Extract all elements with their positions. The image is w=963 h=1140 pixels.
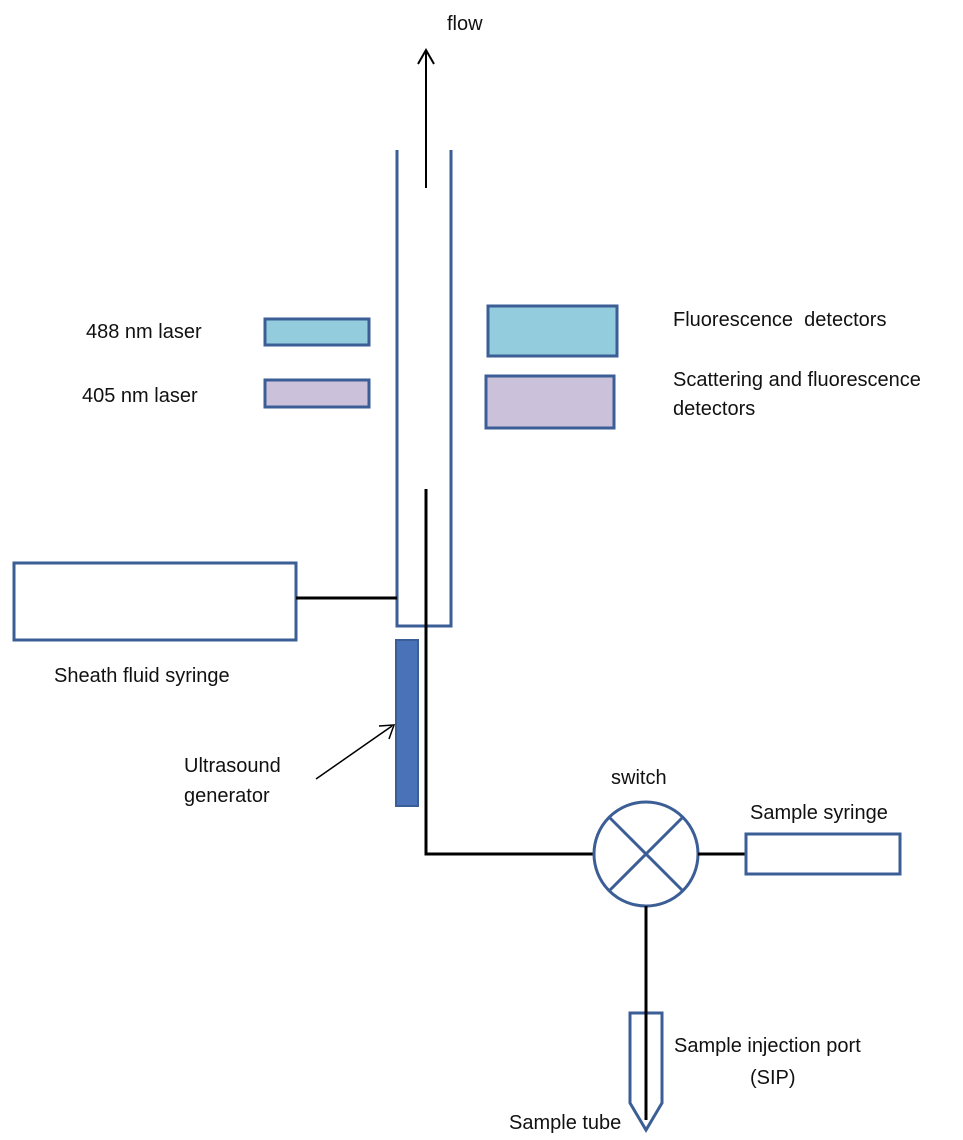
laser-405-label: 405 nm laser	[82, 385, 198, 407]
sample-syringe-box	[744, 832, 902, 876]
ultrasound-arrowhead	[378, 724, 396, 740]
sample-line	[424, 489, 594, 856]
laser-405-box	[263, 378, 371, 409]
sheath-fluid-syringe-box	[12, 561, 298, 642]
flow-cell	[395, 150, 453, 628]
fluorescence-detectors-label: Fluorescence detectors	[673, 309, 887, 331]
sheath-fluid-syringe-label: Sheath fluid syringe	[54, 665, 230, 687]
flow-arrowhead	[417, 47, 435, 65]
ultrasound-generator-box	[395, 639, 419, 807]
laser-488-box	[263, 317, 371, 347]
laser-488-label: 488 nm laser	[86, 321, 202, 343]
flow-label: flow	[447, 13, 483, 35]
sample-injection-port-label-line1: Sample injection port	[674, 1035, 861, 1057]
sample-tube-label: Sample tube	[509, 1112, 622, 1134]
ultrasound-generator-label-line2: generator	[184, 785, 270, 807]
ultrasound-generator-label-line1: Ultrasound	[184, 755, 281, 777]
scattering-detectors-label-line2: detectors	[673, 398, 756, 420]
sample-injection-port-label-line2: (SIP)	[750, 1067, 796, 1089]
sample-syringe-label: Sample syringe	[750, 802, 888, 824]
ultrasound-arrow	[315, 725, 393, 780]
switch-label: switch	[611, 767, 667, 789]
switch-icon	[592, 800, 700, 908]
scattering-detectors-label-line1: Scattering and fluorescence	[673, 369, 921, 391]
fluorescence-detector-box	[486, 304, 619, 358]
scattering-detector-box	[484, 374, 616, 430]
